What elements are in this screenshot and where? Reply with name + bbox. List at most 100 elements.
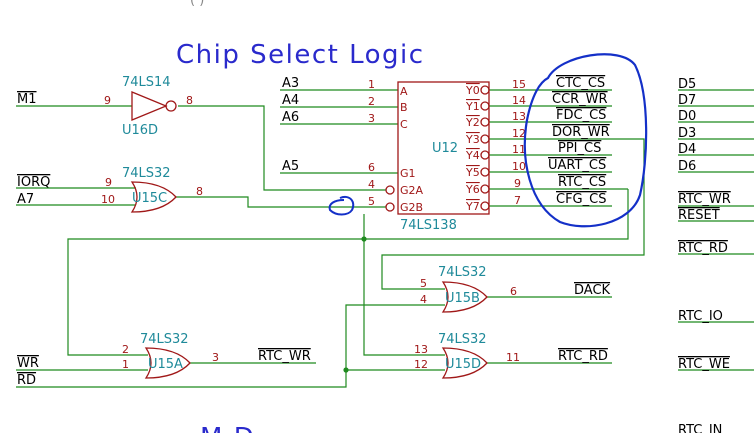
right-column-label: D7 — [678, 93, 696, 108]
u15d-type: 74LS32 — [438, 332, 487, 347]
u12-ref: U12 — [432, 141, 458, 156]
u16d-pin-in: 9 — [104, 94, 111, 107]
u12-in-pin: 2 — [368, 95, 375, 108]
annotation-circle-g2b — [328, 196, 355, 216]
u12-out-net: FDC_CS — [556, 108, 606, 123]
u16d-ref: U16D — [122, 123, 158, 138]
annotation-ellipse-outputs — [523, 53, 648, 228]
u15d-or-symbol — [441, 347, 488, 379]
schematic-title: Chip Select Logic — [176, 40, 425, 70]
u12-in-name: G1 — [400, 167, 416, 180]
u12-out-name: Y1 — [465, 100, 480, 113]
u12-out-net: RTC_CS — [558, 175, 606, 190]
right-column-label: D3 — [678, 126, 696, 141]
u15b-type: 74LS32 — [438, 265, 487, 280]
net-label-a6: A6 — [282, 110, 299, 125]
u15a-or-symbol — [144, 347, 191, 379]
u15a-ref: U15A — [148, 357, 183, 372]
u12-in-pin: 4 — [368, 178, 375, 191]
net-label-a4: A4 — [282, 93, 299, 108]
u12-in-pin: 1 — [368, 78, 375, 91]
u12-out-name: Y0 — [465, 84, 480, 97]
net-label-rtc-rd: RTC_RD — [558, 349, 608, 364]
junction-dot — [361, 236, 367, 242]
net-label-a7: A7 — [17, 192, 34, 207]
u15d-pin-a: 13 — [414, 343, 428, 356]
right-column-label: RTC_RD — [678, 241, 728, 256]
u16d-type: 74LS14 — [122, 75, 171, 90]
u12-out-pin: 7 — [514, 194, 521, 207]
u15c-ref: U15C — [132, 191, 167, 206]
u12-out-net: PPI_CS — [558, 141, 601, 156]
u12-out-pin: 12 — [512, 127, 526, 140]
u15d-pin-out: 11 — [506, 351, 520, 364]
right-column-label: D4 — [678, 142, 696, 157]
bottom-partial-text: M D — [200, 423, 255, 433]
u12-in-pin: 5 — [368, 195, 375, 208]
u12-in-pin: 3 — [368, 112, 375, 125]
u15a-pin-a: 2 — [122, 343, 129, 356]
u12-body — [397, 81, 490, 215]
wires — [16, 89, 754, 388]
right-column-label: RTC_IN — [678, 423, 722, 433]
net-label-a3: A3 — [282, 76, 299, 91]
u12-out-net: CFG_CS — [556, 192, 606, 207]
u12-out-net: UART_CS — [548, 158, 606, 173]
u15d-pin-b: 12 — [414, 358, 428, 371]
u12-in-name: C — [400, 118, 408, 131]
u12-out-net: CCR_WR — [552, 92, 608, 107]
u12-in-name: G2B — [400, 201, 423, 214]
right-column-label: D6 — [678, 159, 696, 174]
u12-out-pin: 13 — [512, 110, 526, 123]
u12-out-name: Y4 — [465, 149, 480, 162]
u15b-ref: U15B — [445, 291, 480, 306]
u15b-or-symbol — [441, 281, 488, 313]
right-column-label: RTC_WR — [678, 192, 731, 207]
right-column-label: RTC_IO — [678, 309, 723, 324]
u15c-type: 74LS32 — [122, 166, 171, 181]
junction-dot — [343, 367, 349, 373]
u12-out-name: Y5 — [465, 166, 480, 179]
u15b-pin-a: 5 — [420, 277, 427, 290]
u12-out-name: Y2 — [465, 116, 480, 129]
u16d-inverter-symbol — [131, 91, 168, 121]
net-label-wr: WR — [17, 356, 39, 371]
u12-outputs: Y0 15 CTC_CS Y1 14 CCR_WR Y2 13 FDC_CS Y… — [465, 76, 610, 213]
u12-out-pin: 14 — [512, 94, 526, 107]
net-label-rtc-wr: RTC_WR — [258, 349, 311, 364]
net-label-dack: DACK — [574, 283, 611, 298]
u15c-pin-a: 9 — [105, 176, 112, 189]
right-column-label: RTC_WE — [678, 357, 730, 372]
u12-out-name: Y6 — [465, 183, 480, 196]
right-column-label: D0 — [678, 109, 696, 124]
u12-in-name: G2A — [400, 184, 424, 197]
u12-in-pin: 6 — [368, 161, 375, 174]
u12-out-pin: 15 — [512, 78, 526, 91]
u12-in-name: A — [400, 85, 408, 98]
u12-in-name: B — [400, 101, 408, 114]
u12-out-pin: 10 — [512, 160, 526, 173]
u15a-pin-b: 1 — [122, 358, 129, 371]
right-column-label: RESET — [678, 208, 720, 223]
net-label-iorq: IORQ — [17, 175, 50, 190]
u15a-type: 74LS32 — [140, 332, 189, 347]
u12-out-name: Y7 — [465, 200, 480, 213]
u15b-pin-out: 6 — [510, 285, 517, 298]
net-label-m1: M1 — [17, 92, 37, 107]
u12-out-pin: 11 — [512, 143, 526, 156]
u12-type: 74LS138 — [400, 218, 457, 233]
u15b-pin-b: 4 — [420, 293, 427, 306]
u12-out-net: DOR_WR — [552, 125, 610, 140]
u15c-or-symbol — [130, 181, 177, 213]
u12-out-name: Y3 — [465, 133, 480, 146]
u16d-pin-out: 8 — [186, 94, 193, 107]
right-column-labels: D5 D7 D0 D3 D4 D6 RTC_WR RESET RTC_RD RT… — [678, 77, 731, 433]
u15c-pin-b: 10 — [101, 193, 115, 206]
top-partial-text: ( ) — [190, 0, 204, 8]
right-column-label: D5 — [678, 77, 696, 92]
u15a-pin-out: 3 — [212, 351, 219, 364]
net-label-rd: RD — [17, 373, 36, 388]
u12-out-pin: 9 — [514, 177, 521, 190]
u15d-ref: U15D — [445, 357, 481, 372]
